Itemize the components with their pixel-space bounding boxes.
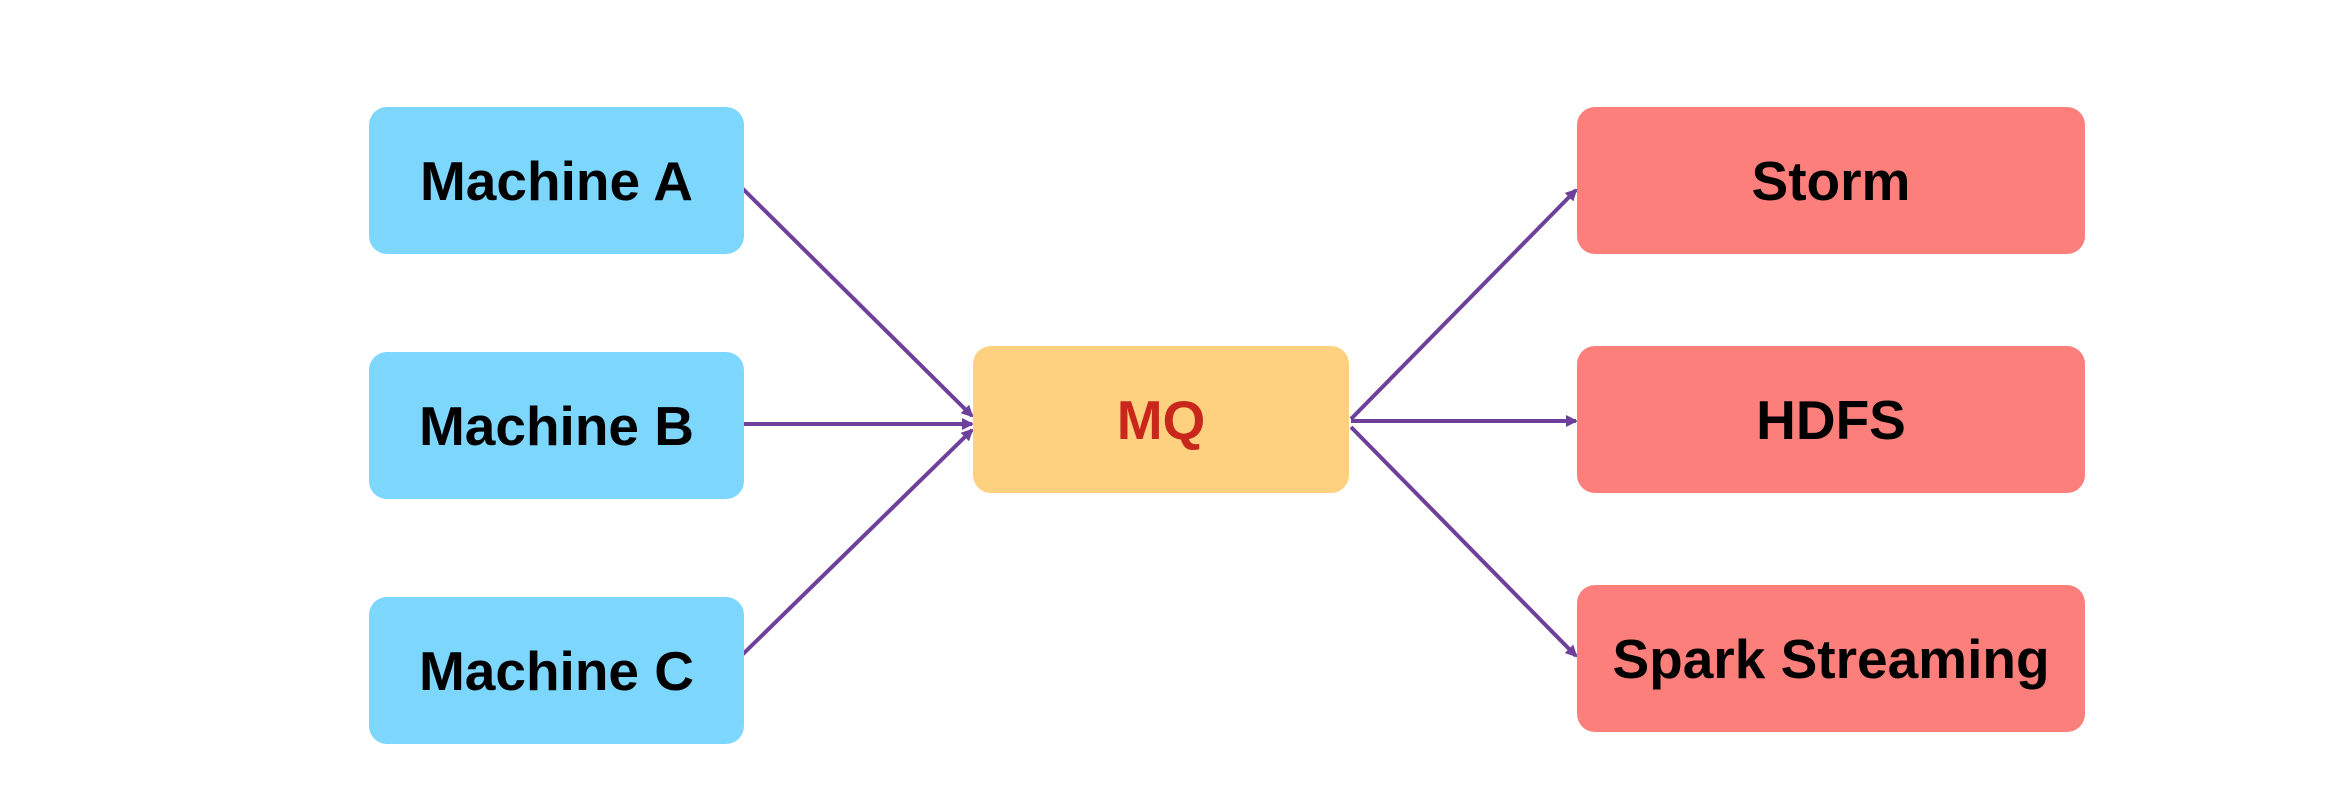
edge-machine-c-to-mq xyxy=(738,428,974,659)
machine-b-node: Machine B xyxy=(369,352,744,499)
machine-a-label: Machine A xyxy=(419,149,693,212)
machine-c-node: Machine C xyxy=(369,597,744,744)
spark-streaming-node: Spark Streaming xyxy=(1577,585,2085,732)
edge-mq-to-storm xyxy=(1349,188,1578,421)
mq-node: MQ xyxy=(973,346,1349,493)
storm-label: Storm xyxy=(1751,149,1911,212)
machine-b-label: Machine B xyxy=(418,394,695,457)
spark-streaming-label: Spark Streaming xyxy=(1612,627,2050,690)
machine-a-node: Machine A xyxy=(369,107,744,254)
machine-c-label: Machine C xyxy=(418,639,695,702)
hdfs-label: HDFS xyxy=(1756,388,1906,451)
edge-mq-to-spark-streaming xyxy=(1349,425,1578,658)
storm-node: Storm xyxy=(1577,107,2085,254)
mq-label: MQ xyxy=(1116,388,1206,451)
hdfs-node: HDFS xyxy=(1577,346,2085,493)
edge-machine-a-to-mq xyxy=(738,184,974,418)
